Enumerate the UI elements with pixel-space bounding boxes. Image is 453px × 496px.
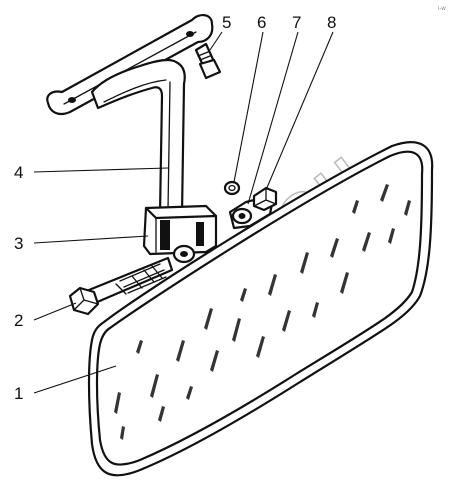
callout-6: 6 [257,13,266,32]
leader-2 [33,302,77,321]
leader-6 [233,31,264,183]
callout-8: 8 [327,13,336,32]
leader-5 [209,31,223,51]
callout-7: 7 [292,13,301,32]
small-screw [194,42,222,80]
callout-1: 1 [14,384,23,403]
leader-4 [33,167,169,173]
callout-3: 3 [14,234,23,253]
leader-1 [33,365,117,394]
leader-7 [247,31,299,205]
mounting-bracket [46,14,214,216]
clamp-block [142,204,218,256]
mirror [87,141,434,477]
callout-4: 4 [14,163,23,182]
leader-3 [33,235,149,244]
leader-lines [33,31,334,394]
callout-5: 5 [222,13,231,32]
glass-shading [114,184,411,440]
callout-labels: 1 2 3 4 5 6 7 8 [14,13,336,403]
callout-2: 2 [14,311,23,330]
leader-8 [265,31,334,191]
mirror-bracket [228,186,278,230]
corner-mark: i-w [438,6,446,12]
long-bolt [68,244,196,316]
spring-washer [223,180,241,196]
